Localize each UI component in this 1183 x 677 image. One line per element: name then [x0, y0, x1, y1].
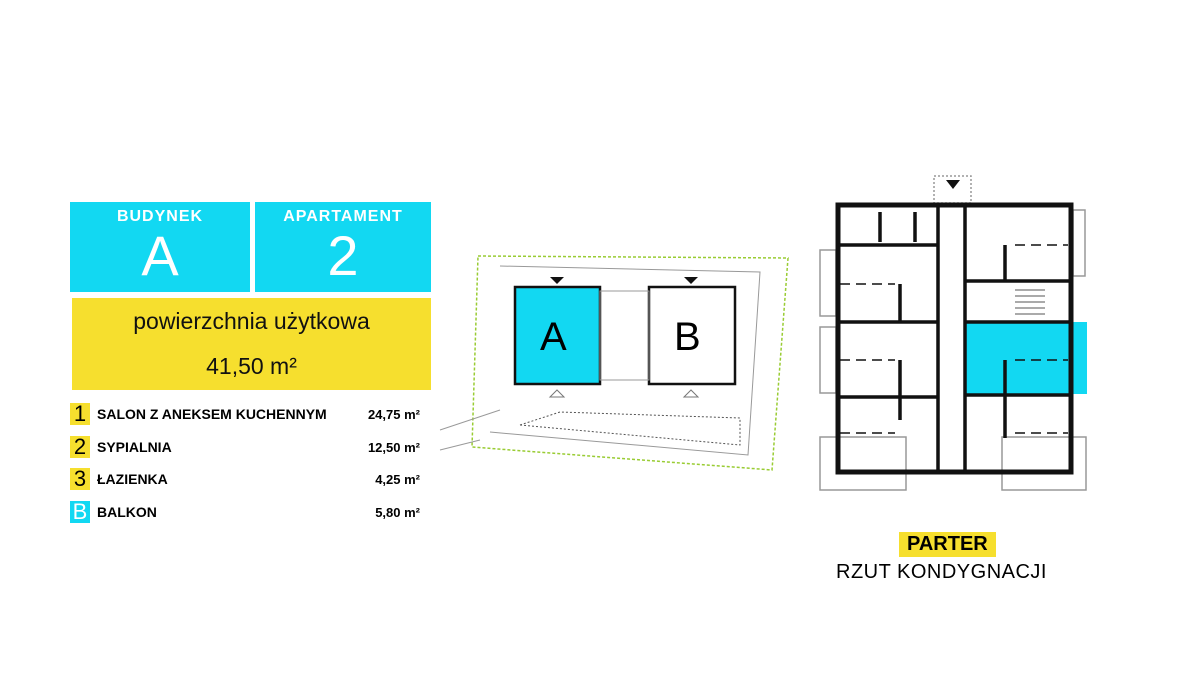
room-row: 2 SYPIALNIA 12,50 m²	[70, 435, 420, 459]
site-boundary	[471, 255, 789, 471]
room-name: SYPIALNIA	[97, 439, 172, 455]
building-b-block[interactable]	[647, 285, 737, 386]
room-name: BALKON	[97, 504, 157, 520]
room-area: 24,75 m²	[367, 406, 420, 422]
entrance-arrow-icon	[946, 180, 960, 189]
room-area: 5,80 m²	[375, 504, 420, 520]
room-name: SALON Z ANEKSEM KUCHENNYM	[97, 406, 327, 422]
floor-name: PARTER	[899, 532, 996, 557]
area-label: powierzchnia użytkowa	[133, 308, 370, 334]
building-value: A	[141, 224, 179, 287]
building-box: BUDYNEK A	[70, 202, 250, 292]
room-row: 1 SALON Z ANEKSEM KUCHENNYM 24,75 m²	[70, 402, 420, 426]
room-number: 2	[70, 436, 90, 458]
building-a-block[interactable]	[513, 285, 602, 386]
building-a-label: A	[540, 315, 567, 359]
area-value: 41,50 m²	[206, 353, 297, 379]
apartment-value: 2	[327, 224, 359, 287]
building-label: BUDYNEK	[116, 208, 204, 225]
apartment-box: APARTAMENT 2	[255, 202, 431, 292]
room-name: ŁAZIENKA	[97, 471, 168, 487]
floor-subtitle: RZUT KONDYGNACJI	[836, 561, 1047, 583]
room-number: 1	[70, 403, 90, 425]
apartment-label: APARTAMENT	[283, 208, 403, 225]
building-b-label: B	[674, 315, 701, 359]
room-number: B	[70, 501, 90, 523]
room-row: B BALKON 5,80 m²	[70, 500, 420, 524]
room-area: 4,25 m²	[375, 471, 420, 487]
room-row: 3 ŁAZIENKA 4,25 m²	[70, 467, 420, 491]
room-number: 3	[70, 468, 90, 490]
highlighted-apartment[interactable]	[965, 322, 1087, 394]
room-area: 12,50 m²	[367, 439, 420, 455]
area-box: powierzchnia użytkowa 41,50 m²	[72, 298, 431, 390]
